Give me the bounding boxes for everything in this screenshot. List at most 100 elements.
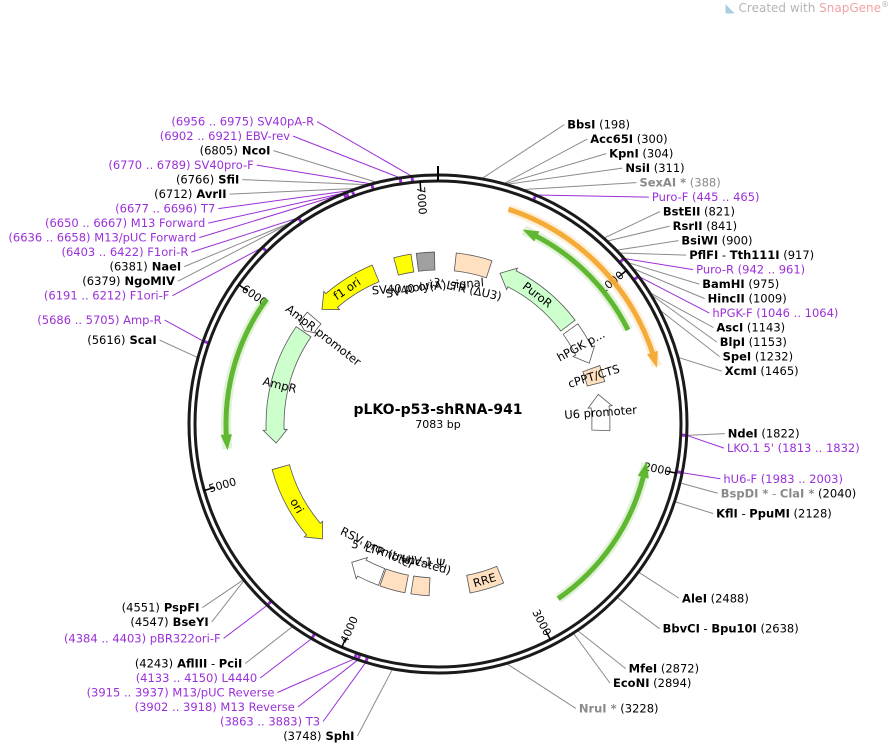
- site-label-naei: (6381) NaeI: [109, 260, 181, 274]
- feature-label: ori: [287, 496, 307, 516]
- tick-mark: [237, 283, 248, 292]
- site-label-alei: AleI (2488): [682, 591, 749, 605]
- site-label-part: PspFI: [160, 601, 199, 615]
- site-label-sexai: SexAI * (388): [639, 176, 720, 190]
- site-label-part: -: [207, 657, 218, 671]
- site-label-m13rev: (3902 .. 3918) M13 Reverse: [135, 700, 295, 714]
- site-label-nsii: NsiI (311): [625, 161, 684, 175]
- site-label-bbvci: BbvCI - Bpu10I (2638): [663, 622, 799, 636]
- feature-ampr: [262, 326, 312, 444]
- site-label-part: hU6-F: [723, 472, 757, 486]
- site-label-lko1: LKO.1 5' (1813 .. 1832): [727, 441, 860, 455]
- site-label-part: SpeI: [723, 350, 752, 364]
- site-label-part: F1ori-F: [126, 289, 169, 303]
- leader-line: [616, 596, 660, 630]
- leader-line: [223, 604, 268, 639]
- site-label-part: (6902 .. 6921): [160, 129, 242, 143]
- site-label-pbr322: (4384 .. 4403) pBR322ori-F: [64, 631, 221, 645]
- site-label-part: (6636 .. 6658): [8, 231, 90, 245]
- site-label-asci: AscI (1143): [716, 321, 785, 335]
- site-label-part: (6403 .. 6422): [61, 245, 143, 259]
- feature-label: RRE: [471, 570, 497, 590]
- site-label-part: Bpu10I: [711, 622, 756, 636]
- feature-3-ltr-u3-: [453, 252, 493, 279]
- site-label-part: M13/pUC Forward: [91, 231, 197, 245]
- leader-line: [521, 182, 637, 191]
- site-label-part: (5686 .. 5705): [37, 313, 119, 327]
- site-label-sphi: (3748) SphI: [283, 729, 354, 743]
- leader-line: [603, 211, 661, 239]
- site-label-avrii: (6712) AvrII: [154, 187, 226, 201]
- leader-line: [256, 164, 372, 185]
- tick-mark: [340, 637, 347, 649]
- map-center: pLKO-p53-shRNA-941 7083 bp: [353, 402, 522, 431]
- site-label-part: (4551): [122, 601, 160, 615]
- site-label-part: SfiI: [214, 173, 239, 187]
- site-label-part: pBR322ori-F: [146, 631, 221, 645]
- plasmid-name: pLKO-p53-shRNA-941: [353, 402, 522, 418]
- feature-rsv-promoter: [351, 556, 386, 586]
- feature-u6-promoter: [587, 393, 614, 432]
- leader-line: [277, 658, 355, 693]
- feature-puror: [499, 267, 576, 332]
- leader-line: [202, 579, 244, 608]
- site-label-part: (841): [703, 219, 738, 233]
- site-label-part: PflFI: [689, 248, 718, 262]
- site-label-part: (1143): [743, 321, 785, 335]
- site-label-amp-r: (5686 .. 5705) Amp-R: [37, 313, 161, 327]
- site-label-part: EcoNI: [613, 676, 649, 690]
- site-label-part: AscI: [716, 321, 743, 335]
- leader-line: [199, 192, 345, 239]
- leader-line: [650, 293, 718, 343]
- site-label-part: (975): [745, 277, 780, 291]
- leader-line: [618, 252, 687, 256]
- leader-line: [638, 275, 710, 314]
- leader-line: [649, 291, 714, 329]
- site-label-part: (2894): [649, 676, 691, 690]
- site-label-f1ori-f: (6191 .. 6212) F1ori-F: [44, 289, 169, 303]
- site-label-part: (6677 .. 6696): [115, 202, 197, 216]
- leader-line: [177, 221, 293, 282]
- backbone-green-left: [220, 297, 269, 451]
- site-label-part: LKO.1 5': [727, 441, 774, 455]
- site-label-part: (942 .. 961): [734, 263, 805, 277]
- site-label-part: SV40pro-F: [191, 158, 254, 172]
- site-label-hpgk-f: hPGK-F (1046 .. 1064): [712, 306, 838, 320]
- credit-mark: ®: [881, 0, 889, 9]
- leader-line: [259, 638, 313, 679]
- site-label-ncoi: (6805) NcoI: [200, 144, 271, 158]
- site-label-part: (1046 .. 1064): [753, 306, 839, 320]
- leader-line: [184, 221, 293, 268]
- site-label-part: Amp-R: [119, 313, 161, 327]
- site-label-part: AleI: [682, 591, 707, 605]
- leader-line: [679, 482, 718, 494]
- site-label-f1ori-r: (6403 .. 6422) F1ori-R: [61, 245, 188, 259]
- lenti-insert-green-right: [556, 461, 649, 601]
- site-label-part: F1ori-R: [144, 245, 189, 259]
- leader-line: [316, 121, 413, 177]
- site-label-part: KflI: [716, 506, 738, 520]
- site-label-part: (388): [686, 176, 721, 190]
- site-label-part: SV40pA-R: [254, 115, 315, 129]
- site-label-part: T3: [302, 715, 320, 729]
- site-label-part: (1822): [758, 427, 800, 441]
- site-label-xcmi: XcmI (1465): [725, 364, 799, 378]
- site-label-sfii: (6766) SfiI: [176, 173, 239, 187]
- leader-line: [686, 434, 725, 449]
- site-label-part: (304): [639, 147, 674, 161]
- site-label-part: -: [738, 506, 749, 520]
- site-label-part: (6650 .. 6667): [45, 216, 127, 230]
- site-label-part: (3915 .. 3937): [87, 686, 169, 700]
- site-label-part: NruI *: [579, 701, 617, 715]
- feature-f1-ori: [321, 264, 380, 310]
- site-label-part: (4547): [130, 615, 168, 629]
- site-label-part: BbvCI: [663, 622, 700, 636]
- site-label-part: (917): [780, 248, 815, 262]
- site-label-hincii: HincII (1009): [708, 292, 787, 306]
- leader-line: [632, 267, 705, 300]
- site-label-part: BspDI *: [721, 486, 769, 500]
- lenti-insert-green-right-halo: [555, 462, 652, 603]
- site-label-part: BseYI: [169, 615, 209, 629]
- tick-mark: [419, 180, 422, 192]
- leader-line: [623, 257, 694, 271]
